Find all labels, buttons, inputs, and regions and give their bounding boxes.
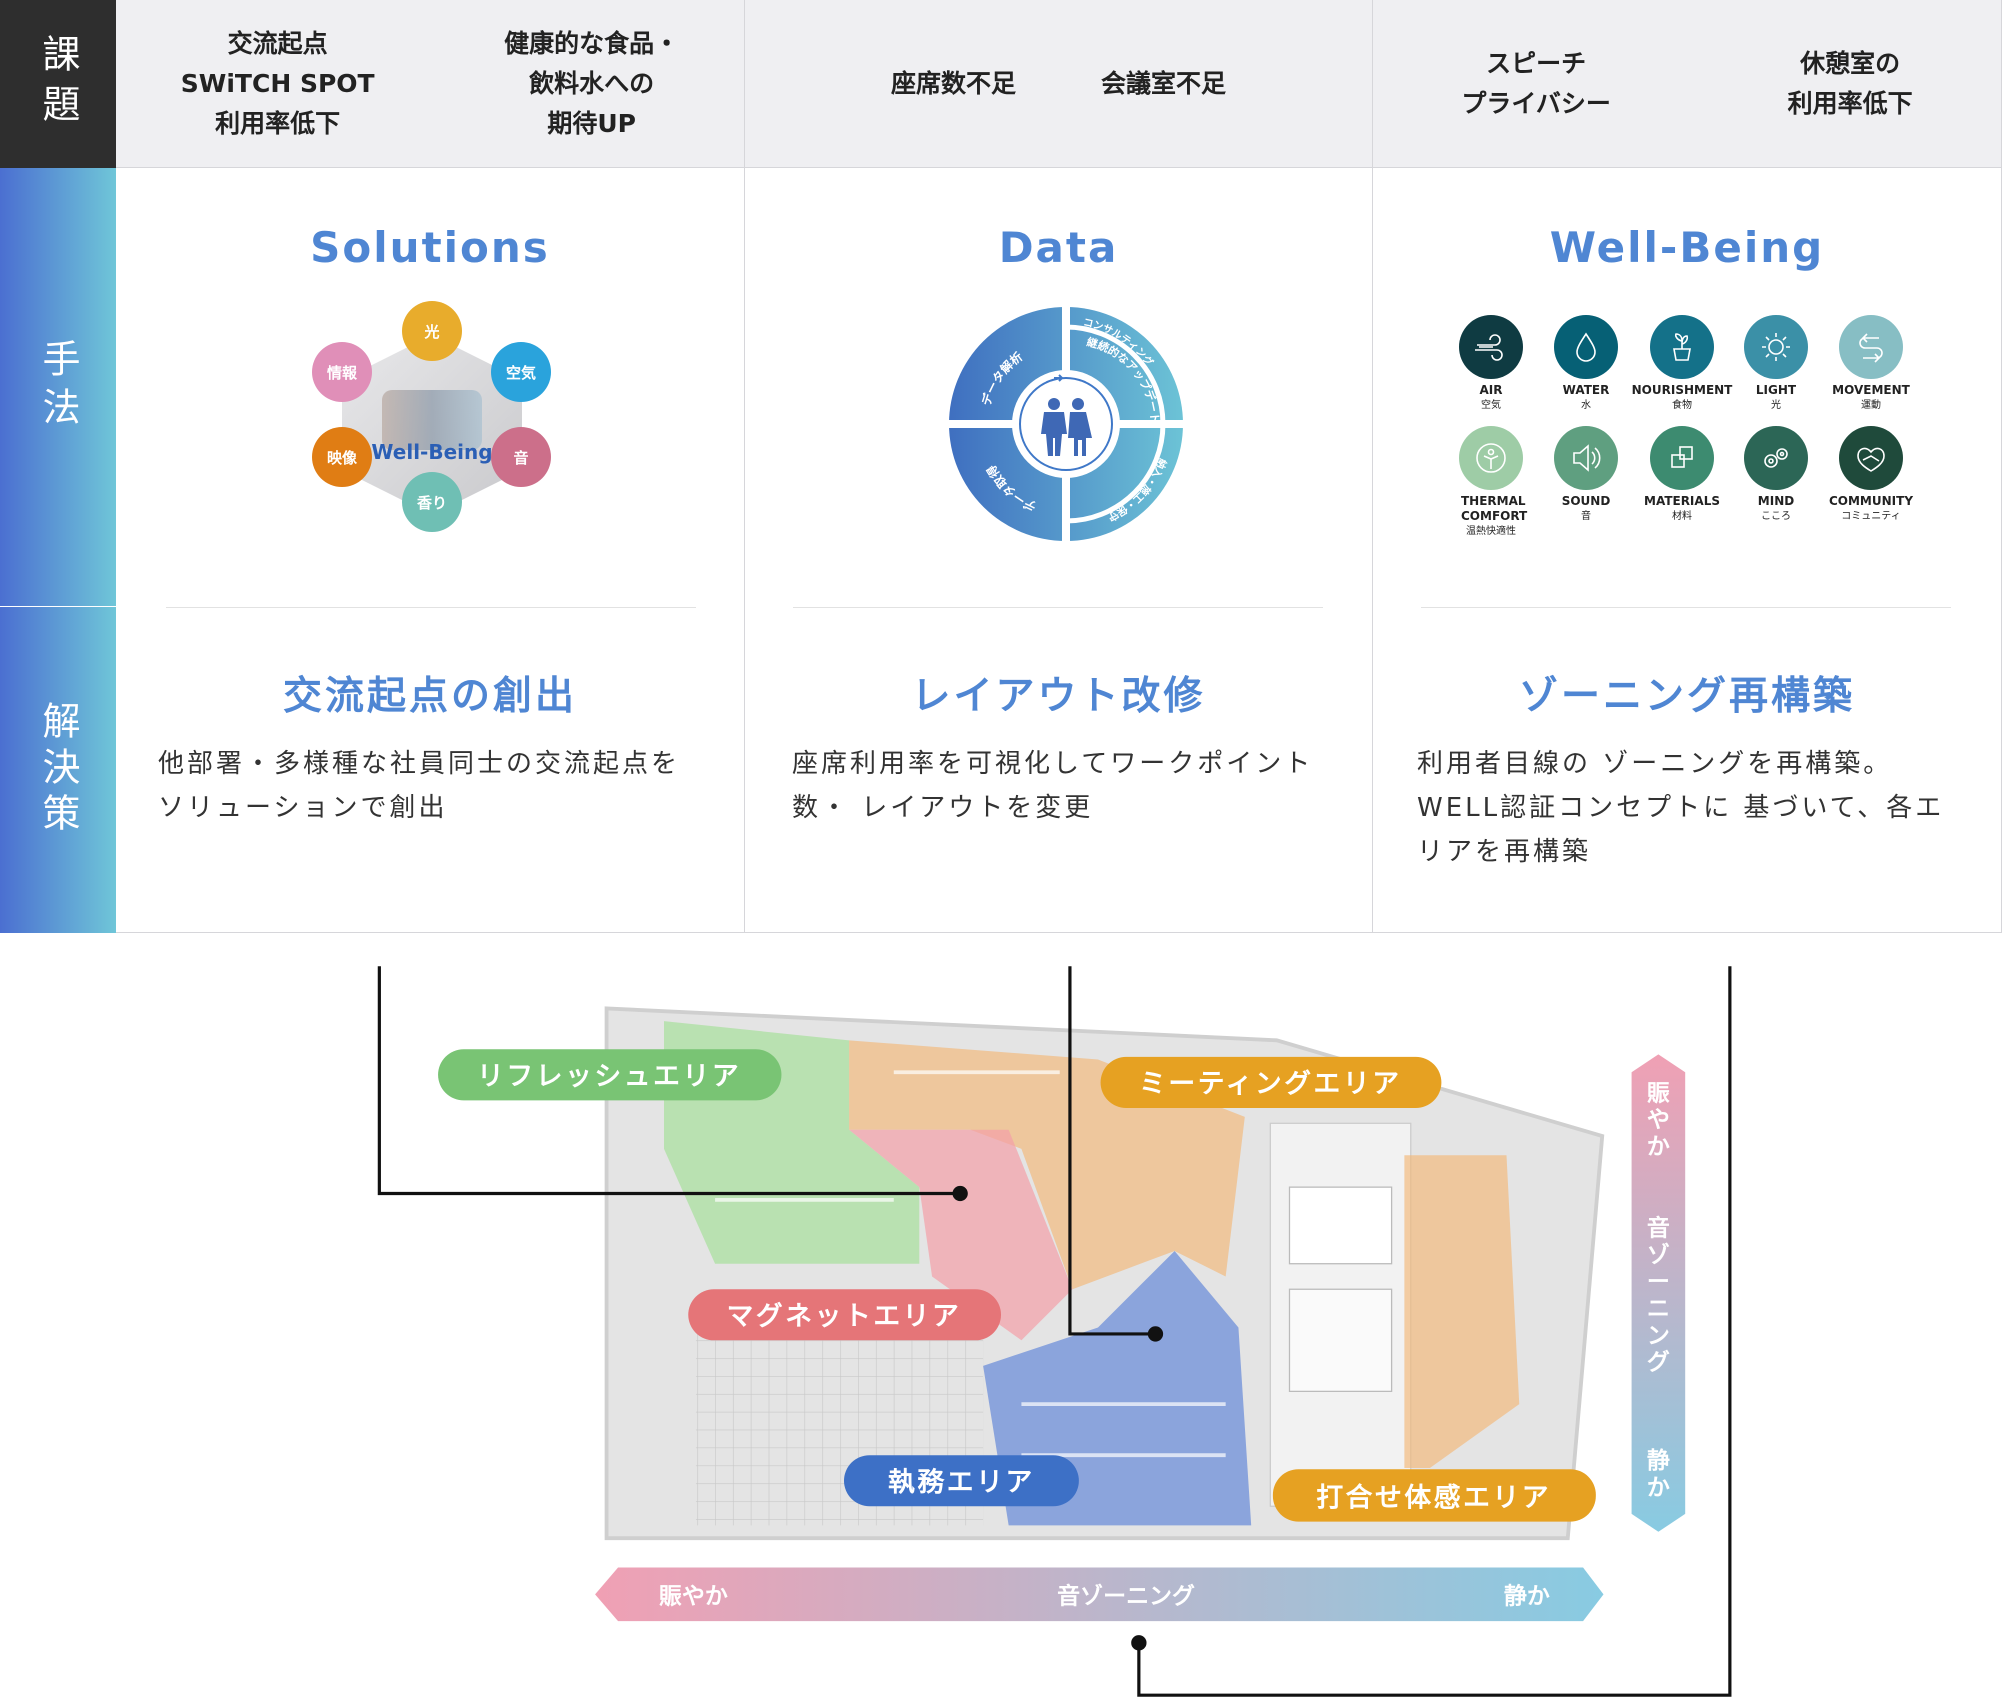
speaker-icon (1554, 426, 1618, 490)
solutions-label-text: 解決策 (36, 701, 80, 839)
area-refresh-pill (438, 1049, 782, 1101)
gears-icon (1744, 426, 1808, 490)
issue-text: 休憩室の 利用率低下 (1787, 48, 1913, 118)
bubble-light: 光 (402, 301, 462, 361)
bubble-video: 映像 (312, 427, 372, 487)
solutions-column: Solutions Well-Being 光 空気 音 香り 映像 情報 交流起… (116, 168, 745, 933)
solution-body: 他部署・多様種な社員同士の交流起点を ソリューションで創出 (158, 749, 681, 823)
data-title: Data (998, 223, 1119, 272)
scale-label: 音ゾーニング (1057, 1582, 1195, 1609)
solution-title: 交流起点の創出 (282, 674, 577, 719)
data-cycle-diagram: データ解析 コンサルティング 継続的なアップデート 納入・施工・保守 データ取得 (946, 304, 1186, 544)
issues-label: 課題 (0, 0, 116, 168)
connector-lines (377, 966, 1732, 1697)
arrows-icon (1839, 315, 1903, 379)
wind-icon (1459, 315, 1523, 379)
squares-icon (1650, 426, 1714, 490)
issue-text: 健康的な食品・ 飲料水への 期待UP (504, 28, 680, 138)
data-column: Data データ解析 コンサルティング 継続的なアップデート 納入・施工・保守 … (745, 168, 1373, 933)
methods-label-text: 手法 (36, 339, 80, 435)
handshake-icon (1839, 426, 1903, 490)
scale-loud: 賑やか (659, 1583, 728, 1609)
drop-icon (1554, 315, 1618, 379)
issue-text: 座席数不足 (890, 68, 1016, 98)
area-magnet-pill (688, 1289, 1001, 1341)
vscale-quiet: 静か (1647, 1447, 1670, 1501)
area-experience-label: 打合せ体感エリア (1316, 1481, 1551, 1513)
solution-title: ゾーニング再構築 (1518, 674, 1855, 719)
sound-zoning-vertical-scale (1631, 1054, 1686, 1532)
issue-cell-1: 交流起点 SWiTCH SPOT 利用率低下 健康的な食品・ 飲料水への 期待U… (116, 0, 745, 168)
bubble-sound: 音 (491, 427, 551, 487)
sun-icon (1744, 315, 1808, 379)
solution-body: 座席利用率を可視化してワークポイント 数・ レイアウトを変更 (792, 749, 1314, 823)
scale-quiet: 静か (1504, 1582, 1550, 1609)
solution-body: 利用者目線の ゾーニングを再構築。 WELL認証コンセプトに 基づいて、各エ リ… (1417, 749, 1945, 867)
solutions-label: 解決策 (0, 607, 116, 933)
person-icon (1459, 426, 1523, 490)
solution-title: レイアウト改修 (911, 674, 1206, 719)
plant-icon (1650, 315, 1714, 379)
area-meeting-pill (1100, 1056, 1442, 1108)
issue-cell-3: スピーチ プライバシー 休憩室の 利用率低下 (1373, 0, 2002, 168)
vscale-loud: 賑やか (1647, 1080, 1670, 1160)
issues-label-text: 課題 (36, 34, 80, 134)
bubble-info: 情報 (312, 342, 372, 402)
people-icon (1041, 398, 1092, 456)
area-meeting-label: ミーティングエリア (1139, 1068, 1402, 1100)
bubble-air: 空気 (491, 342, 551, 402)
methods-label: 手法 (0, 168, 116, 607)
area-experience-pill (1272, 1469, 1596, 1522)
area-work-pill (843, 1455, 1079, 1507)
divider (1421, 607, 1951, 608)
vscale-label: 音ゾーニング (1647, 1215, 1670, 1376)
divider (166, 607, 696, 608)
issue-cell-2: 座席数不足 会議室不足 (745, 0, 1373, 168)
wellbeing-title: Well-Being (1549, 223, 1825, 272)
issue-text: スピーチ プライバシー (1461, 48, 1611, 118)
issue-text: 交流起点 SWiTCH SPOT 利用率低下 (180, 28, 375, 138)
wellbeing-center-label: Well-Being (371, 440, 493, 464)
solutions-title: Solutions (310, 223, 550, 272)
sound-zoning-horizontal-scale (595, 1567, 1604, 1622)
area-magnet-label: マグネットエリア (727, 1300, 962, 1332)
area-refresh-label: リフレッシュエリア (477, 1061, 741, 1092)
bubble-scent: 香り (402, 472, 462, 532)
issue-text: 会議室不足 (1101, 68, 1227, 98)
area-work-label: 執務エリア (888, 1467, 1035, 1498)
divider (793, 607, 1323, 608)
